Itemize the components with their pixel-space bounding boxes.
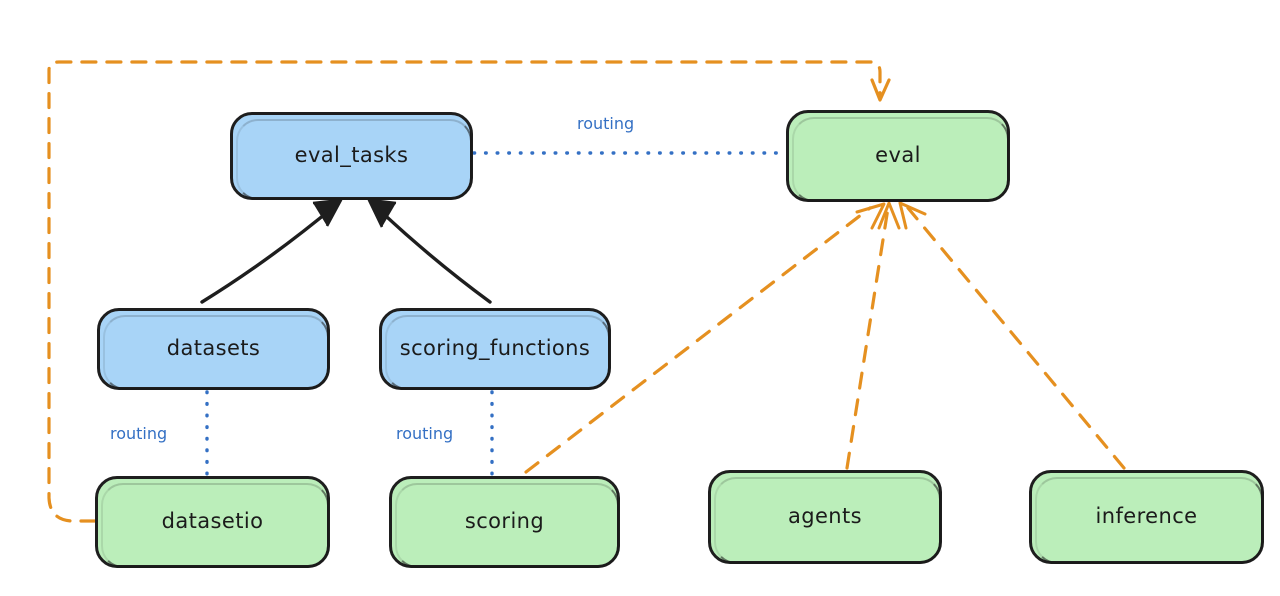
edge-label-routing-datasets: routing <box>110 424 168 443</box>
node-agents[interactable]: agents <box>708 470 942 564</box>
node-label-scoring: scoring <box>464 509 545 534</box>
node-label-agents: agents <box>787 504 862 529</box>
edge-label-routing-eval-tasks: routing <box>577 114 635 133</box>
node-label-eval-tasks: eval_tasks <box>294 143 409 168</box>
node-datasets[interactable]: datasets <box>97 308 330 390</box>
node-inference[interactable]: inference <box>1029 470 1264 564</box>
node-eval[interactable]: eval <box>786 110 1010 202</box>
node-label-eval: eval <box>875 143 921 168</box>
node-label-scoring-functions: scoring_functions <box>399 336 591 361</box>
node-scoring[interactable]: scoring <box>389 476 620 568</box>
edge-label-routing-scoring-functions: routing <box>396 424 454 443</box>
edge-inference-eval <box>898 201 1126 470</box>
edge-datasets-evaltasks <box>200 198 343 304</box>
edge-agents-eval <box>845 201 901 470</box>
node-label-datasetio: datasetio <box>161 509 264 534</box>
node-label-datasets: datasets <box>166 336 261 361</box>
node-label-inference: inference <box>1095 504 1198 529</box>
node-datasetio[interactable]: datasetio <box>95 476 330 568</box>
node-eval-tasks[interactable]: eval_tasks <box>230 112 473 200</box>
node-scoring-functions[interactable]: scoring_functions <box>379 308 611 390</box>
edge-scoringfunctions-evaltasks <box>367 198 492 304</box>
